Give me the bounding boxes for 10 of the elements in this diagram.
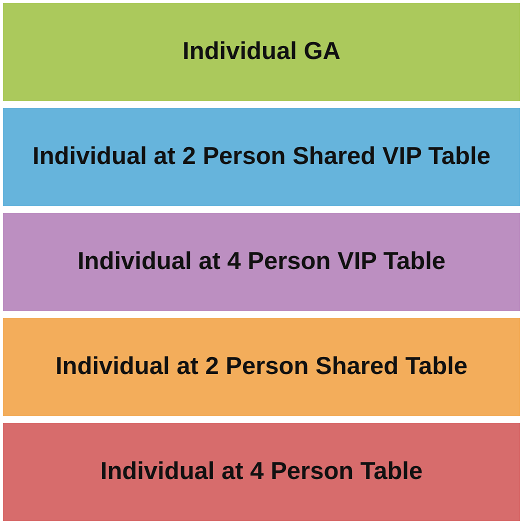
seating-section (3, 3, 520, 101)
section-label: Individual at 2 Person Shared VIP Table (32, 142, 490, 172)
section-label: Individual GA (182, 37, 340, 67)
seating-section (3, 108, 520, 206)
section-label: Individual at 2 Person Shared Table (55, 352, 468, 382)
seating-section (3, 318, 520, 416)
seating-section (3, 423, 520, 521)
section-label: Individual at 4 Person VIP Table (77, 247, 446, 277)
section-label: Individual at 4 Person Table (100, 457, 423, 487)
seating-section (3, 213, 520, 311)
